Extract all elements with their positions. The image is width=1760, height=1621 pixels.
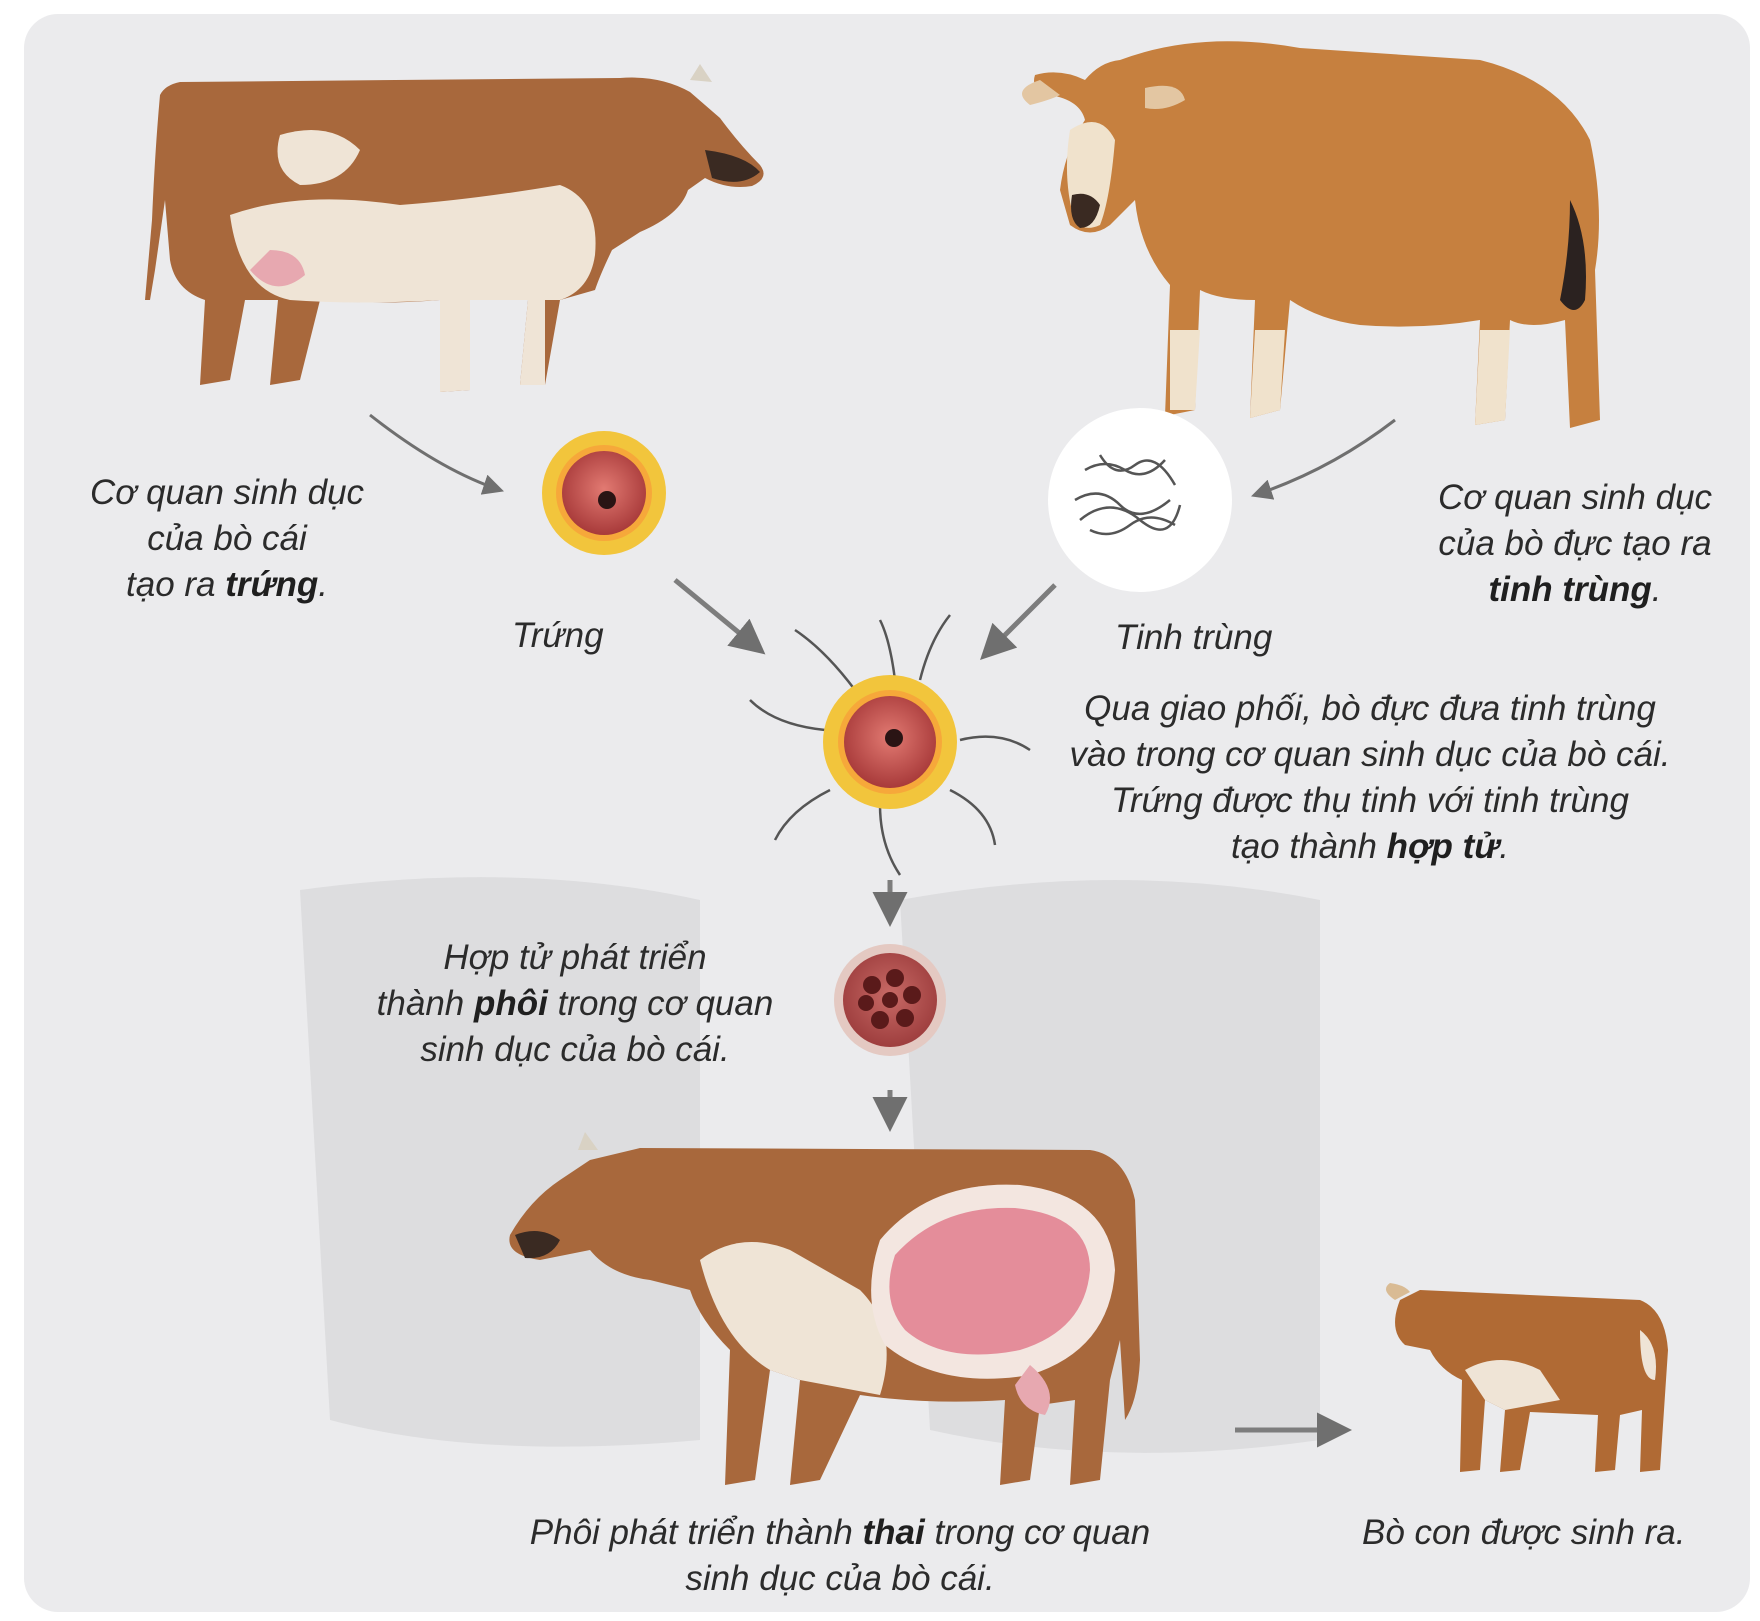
male-bull-illustration <box>1022 41 1600 428</box>
pregnancy-line1: Phôi phát triển thành thai trong cơ quan <box>450 1510 1230 1556</box>
male-caption-line3-suffix: . <box>1652 570 1662 609</box>
fertilization-line2: vào trong cơ quan sinh dục của bò cái. <box>1010 732 1730 778</box>
calf-illustration <box>1386 1283 1668 1472</box>
male-organ-caption: Cơ quan sinh dục của bò đực tạo ra tinh … <box>1405 475 1745 613</box>
pregnancy-line1-prefix: Phôi phát triển thành <box>530 1513 863 1552</box>
fertilization-line3: Trứng được thụ tinh với tinh trùng <box>1010 778 1730 824</box>
female-caption-line2: của bò cái <box>62 516 392 562</box>
calf-caption: Bò con được sinh ra. <box>1362 1510 1686 1556</box>
male-caption-line1: Cơ quan sinh dục <box>1405 475 1745 521</box>
embryo-line2-bold: phôi <box>474 984 548 1023</box>
sperm-cells-icon <box>1048 408 1232 592</box>
fertilization-caption: Qua giao phối, bò đực đưa tinh trùng vào… <box>1010 686 1730 870</box>
embryo-caption: Hợp tử phát triển thành phôi trong cơ qu… <box>330 935 820 1073</box>
male-caption-line3: tinh trùng. <box>1405 567 1745 613</box>
egg-label: Trứng <box>512 613 604 659</box>
embryo-line2-prefix: thành <box>377 984 474 1023</box>
pregnancy-line2: sinh dục của bò cái. <box>450 1556 1230 1602</box>
pregnancy-line1-bold: thai <box>863 1513 925 1552</box>
fertilization-line1: Qua giao phối, bò đực đưa tinh trùng <box>1010 686 1730 732</box>
pregnancy-line1-suffix: trong cơ quan <box>925 1513 1150 1552</box>
female-caption-line1: Cơ quan sinh dục <box>62 470 392 516</box>
fertilization-line4-bold: hợp tử <box>1387 827 1500 866</box>
fertilization-line4: tạo thành hợp tử. <box>1010 824 1730 870</box>
male-caption-line2: của bò đực tạo ra <box>1405 521 1745 567</box>
embryo-line3: sinh dục của bò cái. <box>330 1027 820 1073</box>
female-organ-caption: Cơ quan sinh dục của bò cái tạo ra trứng… <box>62 470 392 608</box>
fertilization-line4-prefix: tạo thành <box>1231 827 1387 866</box>
pregnancy-caption: Phôi phát triển thành thai trong cơ quan… <box>450 1510 1230 1602</box>
male-caption-line3-bold: tinh trùng <box>1488 570 1651 609</box>
embryo-line1: Hợp tử phát triển <box>330 935 820 981</box>
embryo-icon <box>834 944 946 1056</box>
egg-cell-icon <box>542 431 666 555</box>
female-caption-line3-prefix: tạo ra <box>126 565 225 604</box>
embryo-line2-suffix: trong cơ quan <box>548 984 773 1023</box>
embryo-line2: thành phôi trong cơ quan <box>330 981 820 1027</box>
female-cow-illustration <box>145 64 764 392</box>
female-caption-line3-suffix: . <box>318 565 328 604</box>
female-caption-line3-bold: trứng <box>225 565 318 604</box>
fertilization-line4-suffix: . <box>1499 827 1509 866</box>
sperm-label: Tinh trùng <box>1115 615 1272 661</box>
female-caption-line3: tạo ra trứng. <box>62 562 392 608</box>
